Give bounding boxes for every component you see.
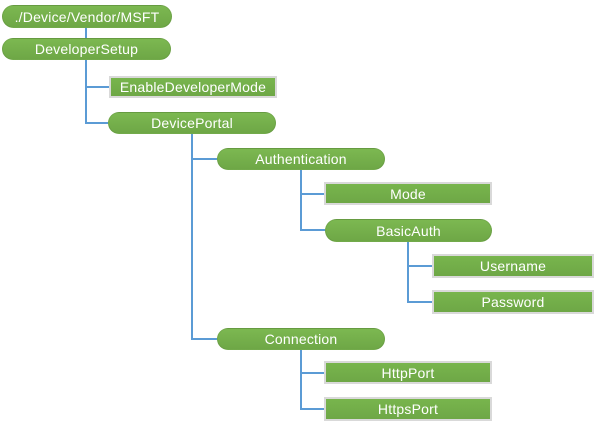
node-connection: Connection	[217, 328, 385, 350]
node-httpsport: HttpsPort	[324, 397, 492, 421]
edge-trunk-deviceportal	[191, 134, 193, 340]
edge-msft-developersetup	[85, 28, 87, 38]
edge-deviceportal-connection	[191, 338, 217, 340]
edge-authentication-basicauth	[300, 229, 325, 231]
node-deviceportal: DevicePortal	[108, 112, 276, 134]
edge-deviceportal-authentication	[191, 158, 217, 160]
node-enabledevelopermode: EnableDeveloperMode	[109, 76, 277, 98]
edge-trunk-developersetup	[85, 60, 87, 124]
edge-trunk-connection	[300, 350, 302, 410]
edge-basicauth-username	[407, 265, 432, 267]
edge-basicauth-password	[407, 301, 432, 303]
node-developersetup: DeveloperSetup	[2, 38, 171, 60]
node-username: Username	[432, 254, 594, 278]
node-mode: Mode	[324, 182, 492, 205]
edge-developersetup-enabledevelopermode	[85, 86, 109, 88]
node-authentication: Authentication	[217, 148, 385, 170]
node-password: Password	[432, 290, 594, 314]
edge-connection-httpsport	[300, 408, 324, 410]
edge-connection-httpport	[300, 372, 324, 374]
edge-trunk-authentication	[300, 170, 302, 231]
edge-developersetup-deviceportal	[85, 122, 108, 124]
edge-trunk-basicauth	[407, 242, 409, 303]
node-basicauth: BasicAuth	[325, 219, 492, 242]
node-device-vendor-msft: ./Device/Vendor/MSFT	[2, 5, 172, 28]
node-httpport: HttpPort	[324, 361, 492, 384]
edge-authentication-mode	[300, 193, 324, 195]
